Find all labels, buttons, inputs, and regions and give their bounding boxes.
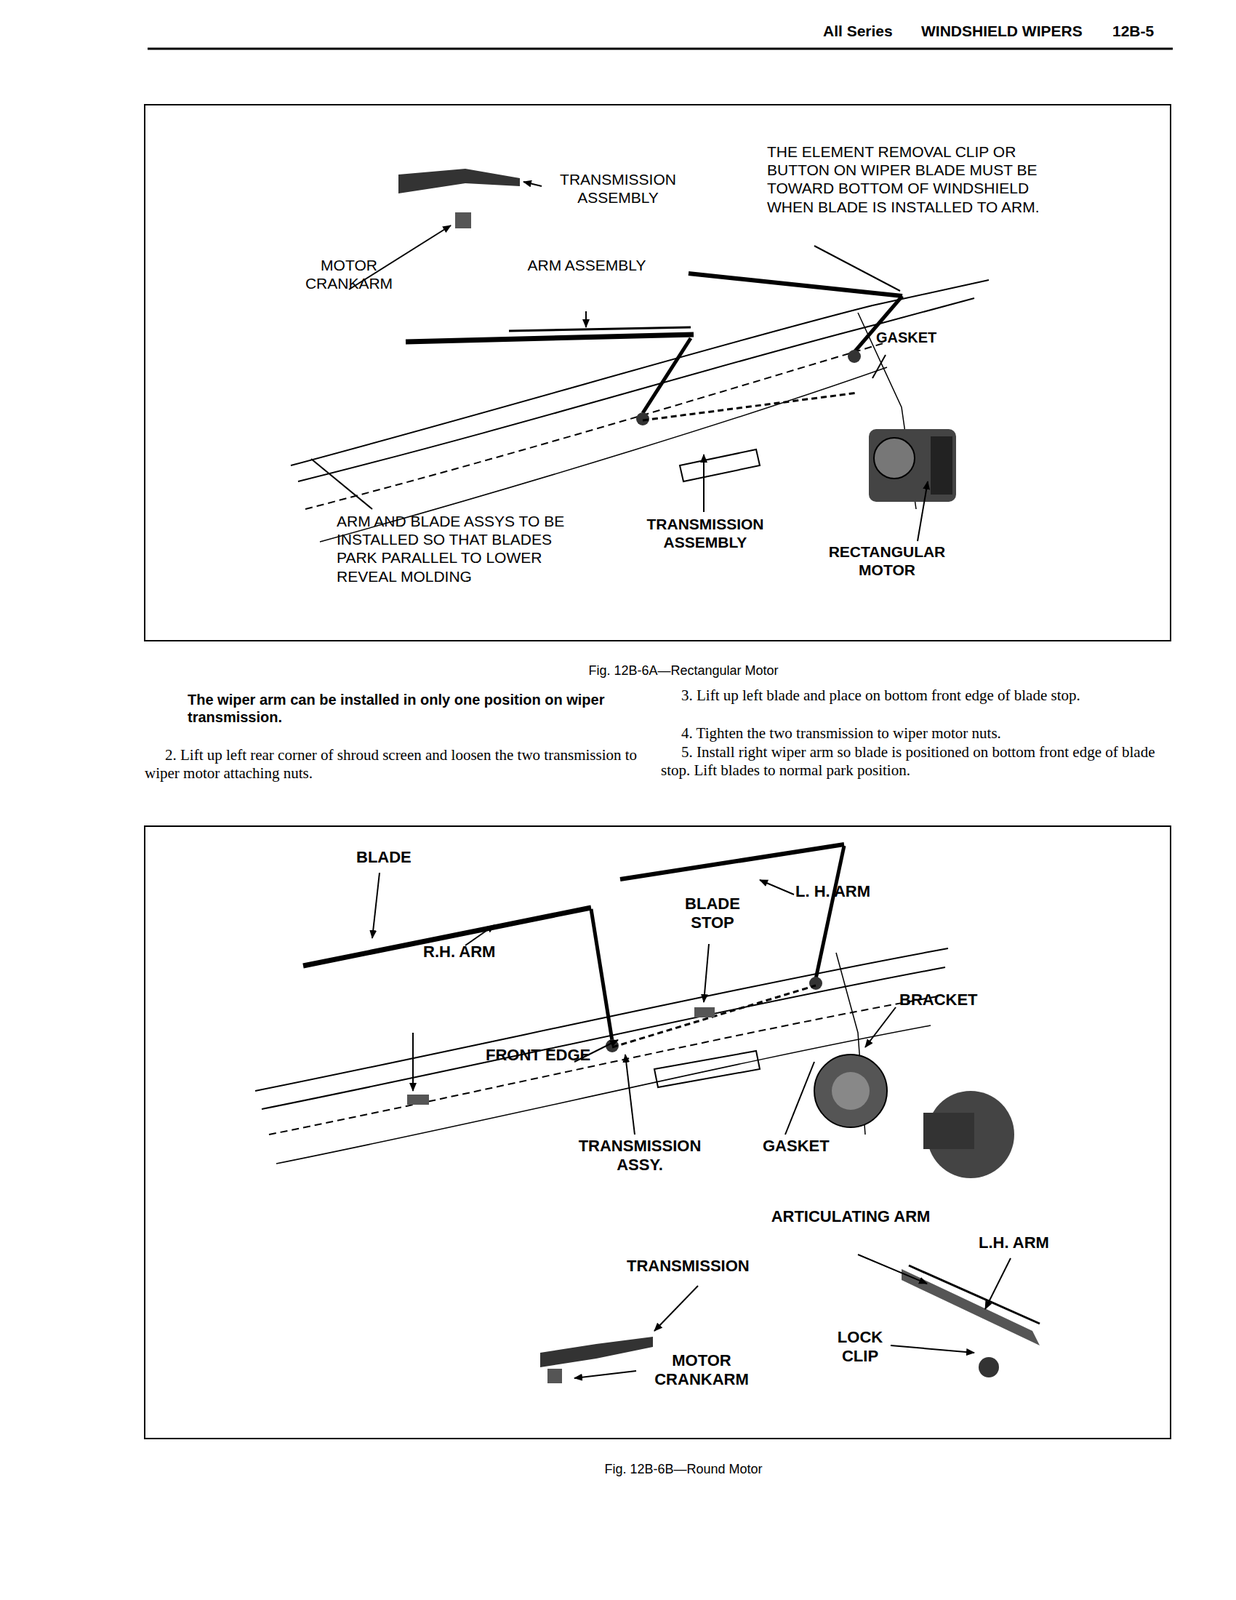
transmission-part xyxy=(540,1265,1040,1383)
header-rule xyxy=(147,47,1173,51)
part-label: BLADE xyxy=(356,847,429,867)
note-text: THE ELEMENT REMOVAL CLIP OR BUTTON ON WI… xyxy=(767,142,1044,216)
step-text: 4. Tighten the two transmission to wiper… xyxy=(660,724,1173,743)
figure-caption: Fig. 12B-6B—Round Motor xyxy=(479,1461,888,1478)
step-text: 5. Install right wiper arm so blade is p… xyxy=(660,743,1173,780)
note-text: ARM AND BLADE ASSYS TO BE INSTALLED SO T… xyxy=(336,511,592,586)
rectangular-motor xyxy=(868,428,957,502)
figure-caption: Fig. 12B-6A—Rectangular Motor xyxy=(479,663,888,680)
note-text: The wiper arm can be installed in only o… xyxy=(187,690,639,726)
wiper-arms xyxy=(405,273,903,426)
part-label: L. H. ARM xyxy=(795,881,898,901)
part-label: L.H. ARM xyxy=(978,1233,1081,1252)
part-label: BLADE STOP xyxy=(676,894,749,933)
part-label: GASKET xyxy=(876,328,949,347)
part-label: TRANSMISSION ASSEMBLY xyxy=(541,170,695,207)
step-text: 3. Lift up left blade and place on botto… xyxy=(660,686,1173,705)
part-label: TRANSMISSION ASSY. xyxy=(563,1136,717,1175)
part-label: ARM ASSEMBLY xyxy=(517,255,656,275)
wiper-arms xyxy=(303,844,845,1105)
part-label: ARTICULATING ARM xyxy=(770,1206,931,1226)
transmission-part xyxy=(398,168,520,229)
part-label: TRANSMISSION xyxy=(626,1256,794,1276)
round-motor xyxy=(814,1054,1015,1178)
part-label: GASKET xyxy=(762,1136,843,1156)
figure-frame xyxy=(144,104,1171,641)
figure-frame xyxy=(144,825,1171,1439)
part-label: MOTOR CRANKARM xyxy=(287,255,411,293)
step-text: 2. Lift up left rear corner of shroud sc… xyxy=(144,745,640,783)
leader-lines xyxy=(372,872,1011,1378)
part-label: R.H. ARM xyxy=(423,942,525,962)
page-number: 12B-5 xyxy=(1112,21,1178,40)
cowl-outline xyxy=(290,279,989,542)
leader-lines xyxy=(311,181,928,541)
part-label: TRANSMISSION ASSEMBLY xyxy=(632,514,778,552)
part-label: BRACKET xyxy=(899,990,1002,1010)
part-label: LOCK CLIP xyxy=(823,1327,897,1367)
part-label: FRONT EDGE xyxy=(485,1045,595,1065)
header-text: All Series xyxy=(823,21,911,40)
header-text: WINDSHIELD WIPERS xyxy=(921,21,1111,40)
part-label: MOTOR CRANKARM xyxy=(639,1350,764,1390)
part-label: RECTANGULAR MOTOR xyxy=(814,542,960,579)
